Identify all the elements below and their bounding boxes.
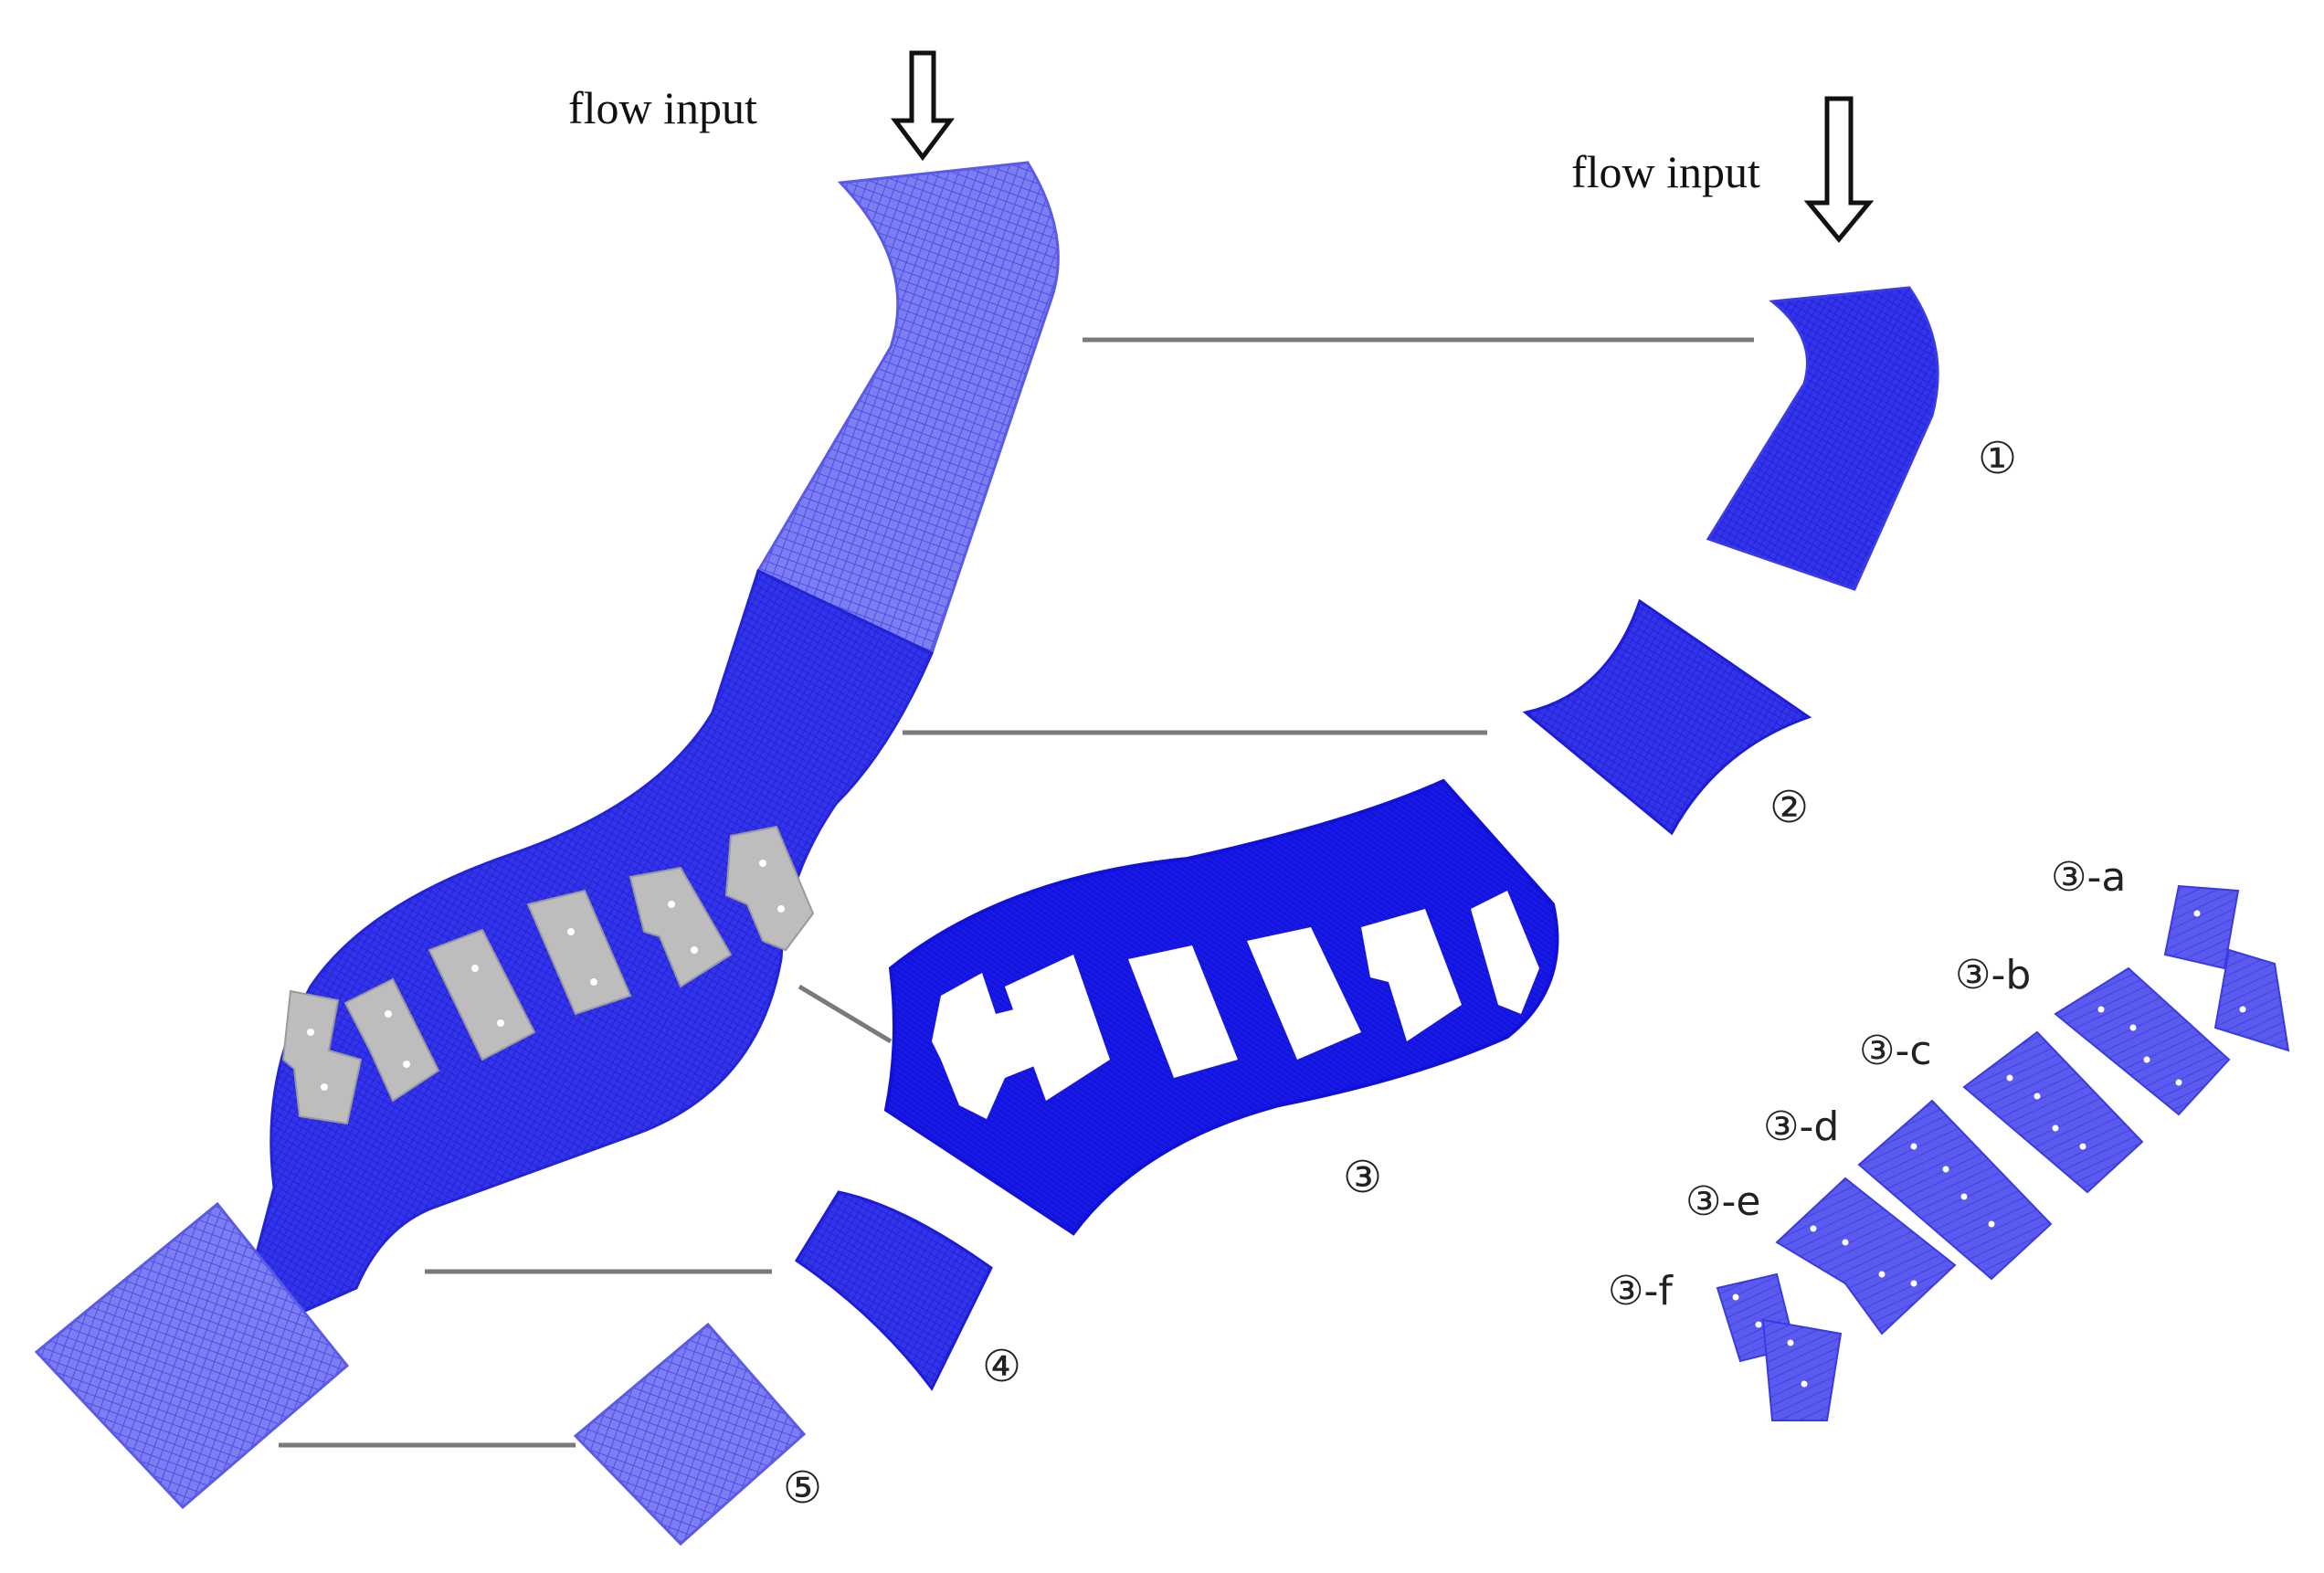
main-river-mesh bbox=[34, 161, 1060, 1510]
part-label-2: ② bbox=[1769, 782, 1809, 833]
part-label-3: ③ bbox=[1343, 1152, 1382, 1203]
part-label-4: ④ bbox=[982, 1341, 1021, 1392]
flow-input-label-left: flow input bbox=[568, 82, 757, 133]
sub-label-f: ③-f bbox=[1608, 1268, 1674, 1314]
downstream-mesh-section bbox=[34, 1201, 350, 1510]
sub-meshes bbox=[1716, 884, 2290, 1421]
sub-label-e: ③-e bbox=[1685, 1178, 1760, 1225]
mesh-part-2 bbox=[1522, 598, 1812, 836]
submesh-3-e bbox=[1775, 1177, 1957, 1335]
building-e bbox=[343, 977, 440, 1103]
submesh-3-d bbox=[1857, 1099, 2053, 1281]
flow-arrow-right bbox=[1803, 96, 1875, 243]
submesh-3-f bbox=[1716, 1272, 1843, 1421]
flow-arrow-left bbox=[891, 50, 955, 162]
part-label-5: ⑤ bbox=[783, 1462, 822, 1514]
submesh-3-c bbox=[1962, 1030, 2144, 1194]
leader-line-3 bbox=[798, 984, 893, 1044]
buildings-main bbox=[281, 825, 815, 1125]
mesh-part-4 bbox=[794, 1190, 993, 1391]
building-d bbox=[428, 928, 536, 1061]
building-nodes bbox=[307, 860, 785, 1091]
part-label-1: ① bbox=[1978, 433, 2017, 484]
mesh-part-3 bbox=[883, 778, 1559, 1236]
upstream-mesh-section bbox=[755, 161, 1060, 656]
flow-input-label-right: flow input bbox=[1571, 146, 1760, 197]
submesh-3-b bbox=[2054, 966, 2231, 1116]
sub-label-b: ③-b bbox=[1955, 952, 2031, 998]
part-3-outline bbox=[883, 778, 1559, 1236]
building-a bbox=[724, 825, 815, 952]
building-f bbox=[281, 989, 363, 1125]
building-c bbox=[526, 889, 632, 1016]
building-b bbox=[629, 866, 733, 988]
part-3-building-holes bbox=[932, 891, 1539, 1119]
mesh-part-5 bbox=[573, 1322, 807, 1547]
sub-label-d: ③-d bbox=[1763, 1103, 1839, 1150]
leader-lines bbox=[279, 337, 1754, 1448]
mesh-part-1 bbox=[1706, 286, 1939, 591]
submesh-3-a bbox=[2163, 884, 2290, 1052]
sub-label-a: ③-a bbox=[2051, 854, 2126, 901]
sub-label-c: ③-c bbox=[1859, 1028, 1932, 1074]
